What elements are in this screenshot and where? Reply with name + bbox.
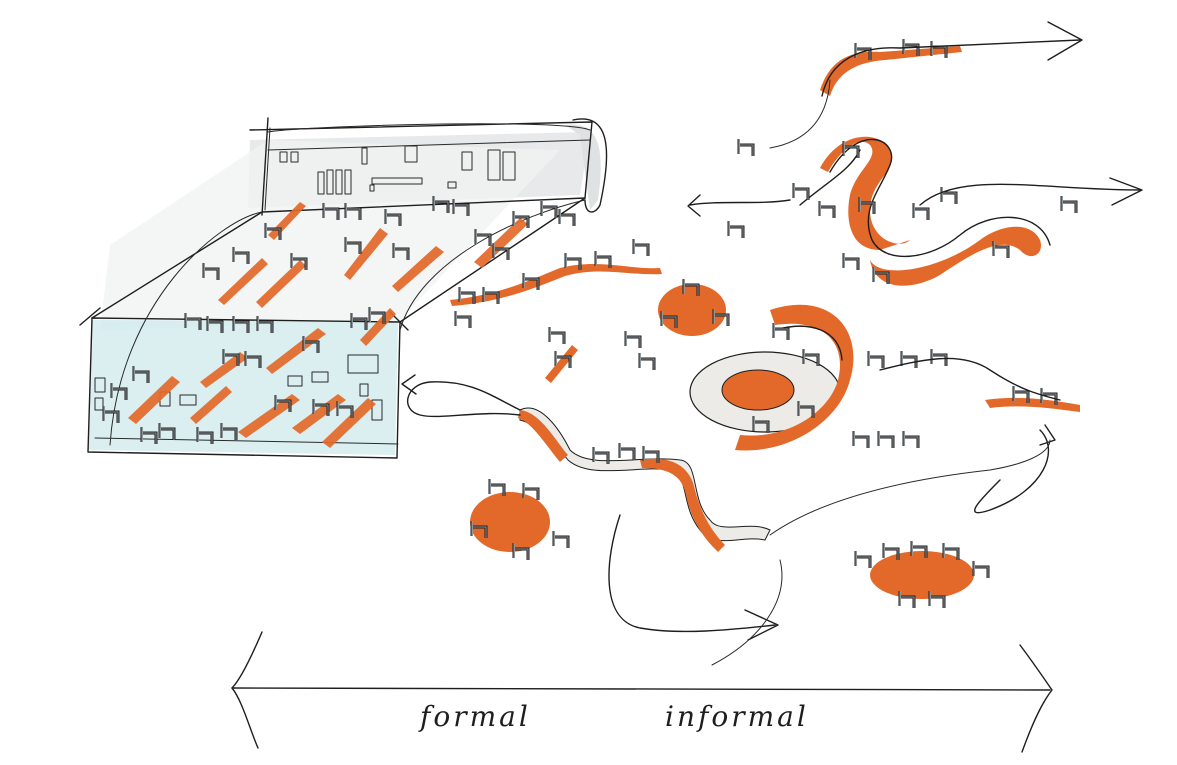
- formal-informal-spectrum: [231, 631, 1053, 753]
- top-bench: [820, 46, 962, 96]
- oval-table-1: [658, 284, 726, 336]
- s-curve-ribbon-2: [870, 226, 1041, 286]
- side-wall-wash: [565, 124, 601, 210]
- floor-wash: [100, 140, 560, 330]
- informal-zone: [401, 21, 1143, 666]
- oval-table-2: [470, 492, 550, 552]
- front-wall-wash: [88, 320, 398, 455]
- formal-classroom: [79, 117, 608, 459]
- long-bench: [450, 263, 662, 306]
- label-formal: formal: [420, 700, 531, 733]
- label-informal: informal: [665, 700, 809, 733]
- curved-sofa: [735, 304, 854, 451]
- lounge-table: [721, 369, 795, 411]
- lower-ribbon: [519, 407, 771, 542]
- s-curve-ribbon: [820, 136, 910, 250]
- oval-table-3: [870, 551, 974, 599]
